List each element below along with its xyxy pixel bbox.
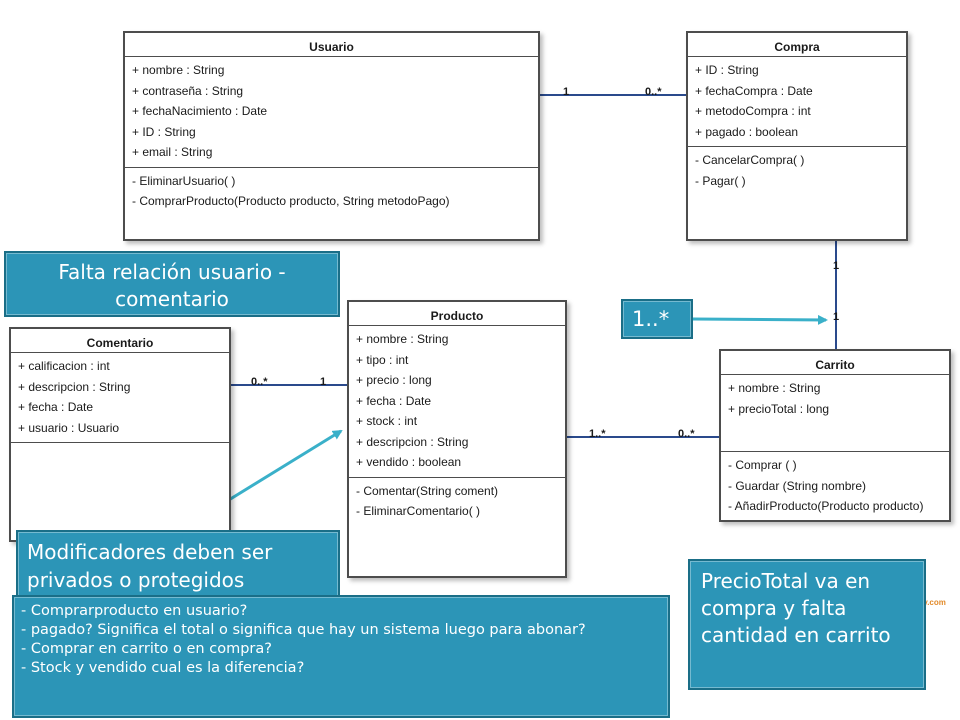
method: - Pagar( ) (695, 173, 746, 188)
attribute: + usuario : Usuario (18, 420, 120, 435)
attribute: + fechaCompra : Date (695, 83, 813, 98)
comentario-attributes: + calificacion : int + descripcion : Str… (11, 353, 229, 443)
attribute: + fecha : Date (18, 400, 94, 414)
attribute: + tipo : int (356, 352, 409, 367)
attribute: + vendido : boolean (356, 455, 462, 469)
carrito-methods: - Comprar ( ) - Guardar (String nombre) … (721, 452, 949, 521)
note-multiplicity-text: 1..* (623, 301, 691, 337)
multiplicity-label: 1 (563, 86, 570, 98)
method: - Comprar ( ) (728, 458, 797, 472)
method: - EliminarUsuario( ) (132, 173, 236, 188)
method: - CancelarCompra( ) (695, 153, 805, 167)
carrito-attributes: + nombre : String + precioTotal : long (721, 375, 949, 452)
attribute: + stock : int (356, 414, 418, 428)
watermark-text: tely.com (914, 598, 946, 607)
producto-methods: - Comentar(String coment) - EliminarCome… (349, 478, 565, 526)
method: - ComprarProducto(Producto producto, Str… (132, 194, 450, 208)
producto-attributes: + nombre : String + tipo : int + precio … (349, 326, 565, 478)
carrito-class: Carrito + nombre : String + precioTotal … (719, 349, 951, 522)
attribute: + email : String (132, 145, 213, 159)
carrito-class-name: Carrito (721, 351, 949, 375)
attribute: + fechaNacimiento : Date (132, 104, 268, 118)
producto-class-name: Producto (349, 302, 565, 326)
method: - Guardar (String nombre) (728, 478, 867, 493)
compra-class-name: Compra (688, 33, 906, 57)
note-multiplicity: 1..* (621, 299, 693, 339)
multiplicity-label: 1..* (589, 428, 606, 440)
attribute: + calificacion : int (18, 359, 110, 373)
multiplicity-label: 1 (320, 376, 327, 388)
compra-attributes: + ID : String + fechaCompra : Date + met… (688, 57, 906, 147)
attribute: + ID : String (695, 63, 759, 77)
question-item: - Comprar en carrito o en compra? (21, 641, 272, 657)
method: - AñadirProducto(Producto producto) (728, 499, 924, 513)
attribute: + precio : long (356, 373, 432, 387)
usuario-attributes: + nombre : String + contraseña : String … (125, 57, 538, 168)
attribute: + pagado : boolean (695, 124, 799, 139)
multiplicity-label: 0..* (678, 428, 695, 440)
question-item: - Stock y vendido cual es la diferencia? (21, 660, 305, 676)
attribute: + precioTotal : long (728, 401, 830, 416)
attribute: + nombre : String (132, 63, 225, 77)
note-precio-total-text: PrecioTotal va en compra y falta cantida… (690, 561, 924, 688)
question-item: - pagado? Significa el total o significa… (21, 622, 586, 638)
multiplicity-label: 1 (833, 260, 840, 272)
comentario-class-name: Comentario (11, 329, 229, 353)
method: - Comentar(String coment) (356, 483, 499, 498)
attribute: + nombre : String (728, 381, 821, 395)
note-modificadores-text: Modificadores deben ser privados o prote… (18, 532, 338, 598)
attribute: + ID : String (132, 124, 196, 139)
multiplicity-label: 1 (833, 311, 840, 323)
usuario-class-name: Usuario (125, 33, 538, 57)
note-questions: - Comprarproducto en usuario? - pagado? … (12, 595, 670, 718)
note-falta-relacion-text: Falta relación usuario - comentario (6, 253, 338, 315)
attribute: + contraseña : String (132, 83, 244, 98)
compra-class: Compra + ID : String + fechaCompra : Dat… (686, 31, 908, 241)
producto-class: Producto + nombre : String + tipo : int … (347, 300, 567, 578)
method: - EliminarComentario( ) (356, 504, 481, 518)
note-questions-list: - Comprarproducto en usuario? - pagado? … (14, 597, 668, 716)
compra-methods: - CancelarCompra( ) - Pagar( ) (688, 147, 906, 195)
attribute: + nombre : String (356, 332, 449, 346)
comentario-methods (11, 443, 229, 450)
question-item: - Comprarproducto en usuario? (21, 603, 248, 619)
multiplicity-note-arrow (692, 314, 828, 325)
attribute: + metodoCompra : int (695, 104, 811, 118)
multiplicity-label: 0..* (645, 86, 662, 98)
attribute: + descripcion : String (356, 434, 469, 449)
usuario-methods: - EliminarUsuario( ) - ComprarProducto(P… (125, 168, 538, 216)
note-falta-relacion: Falta relación usuario - comentario (4, 251, 340, 317)
note-modificadores: Modificadores deben ser privados o prote… (16, 530, 340, 600)
attribute: + fecha : Date (356, 393, 432, 408)
comentario-class: Comentario + calificacion : int + descri… (9, 327, 231, 542)
multiplicity-label: 0..* (251, 376, 268, 388)
attribute: + descripcion : String (18, 379, 131, 394)
usuario-class: Usuario + nombre : String + contraseña :… (123, 31, 540, 241)
note-precio-total: PrecioTotal va en compra y falta cantida… (688, 559, 926, 690)
